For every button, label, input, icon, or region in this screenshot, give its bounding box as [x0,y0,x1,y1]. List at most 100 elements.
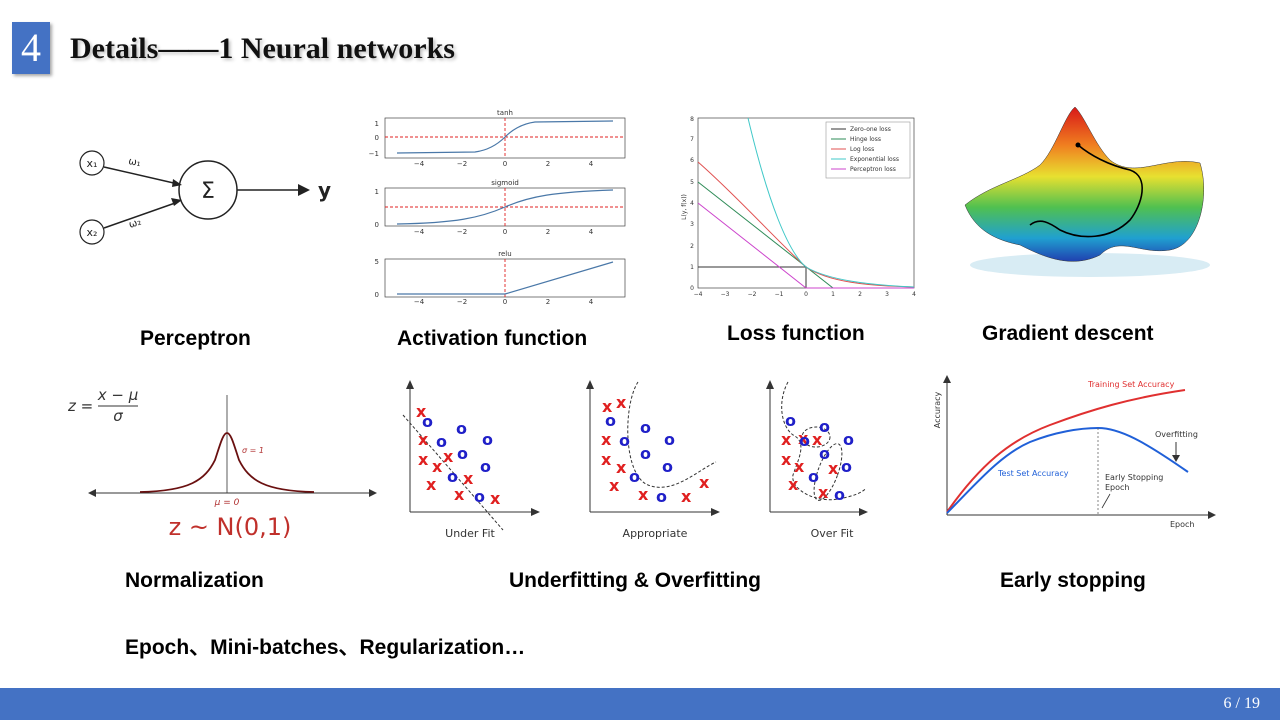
x-marker: x [418,430,429,449]
slide-title: Details——1 Neural networks [70,32,455,65]
loss-ytick: 4 [690,200,694,207]
o-marker: o [457,444,468,463]
bottom-note: Epoch、Mini-batches、Regularization… [125,636,526,659]
sigmoid-xtick: −4 [414,228,425,236]
loss-ytick: 1 [690,264,694,271]
formula-numerator: x − μ [97,386,139,404]
loss-legend-item: Perceptron loss [850,166,896,173]
early-ylabel: Accuracy [933,391,942,428]
loss-function-label: Loss function [727,322,865,345]
x-marker: x [601,430,612,449]
loss-xtick: 2 [858,291,862,298]
sigmoid-xtick: 2 [546,228,550,236]
loss-legend-item: Log loss [850,146,874,153]
loss-ytick: 8 [690,116,694,123]
sigmoid-ytick: 1 [375,188,379,196]
perceptron-label: Perceptron [140,327,251,350]
activation-function-plots: tanh 1 0 −1 −4 −2 0 2 4 sigmoid 1 0 −4 −… [369,109,626,306]
sum-node-label: Σ [201,179,215,204]
x-marker: x [781,430,792,449]
x-marker: x [443,447,454,466]
o-marker: o [819,444,830,463]
relu-ytick: 0 [375,291,379,299]
x-marker: x [490,489,501,508]
loss-xtick: −3 [721,291,730,298]
relu-xtick: −2 [457,298,467,306]
loss-xtick: −4 [694,291,703,298]
loss-ytick: 5 [690,179,694,186]
x-marker: x [426,475,437,494]
o-marker: o [640,444,651,463]
appropriate-caption: Appropriate [623,527,688,540]
normalization-figure: z = x − μ σ σ = 1 μ = 0 z ~ N(0,1) [67,386,377,541]
relu-xtick: −4 [414,298,425,306]
tanh-title: tanh [497,109,513,117]
sigmoid-xtick: 4 [589,228,594,236]
relu-xtick: 4 [589,298,594,306]
x-marker: x [454,485,465,504]
loss-ytick: 2 [690,243,694,250]
formula-denominator: σ [113,407,123,425]
distribution-label: z ~ N(0,1) [169,513,292,541]
x-marker: x [699,473,710,492]
loss-ytick: 7 [690,136,694,143]
x-marker: x [781,450,792,469]
x-marker: x [794,457,805,476]
o-marker: o [447,467,458,486]
loss-xtick: 0 [804,291,808,298]
loss-function-plot: L(y, f(x)) 0 1 2 3 4 5 6 7 8 −4 −3 −2 −1… [681,116,916,298]
loss-ytick: 0 [690,285,694,292]
loss-ylabel: L(y, f(x)) [681,194,688,220]
overfit-panel: x x x x x x x x o o o o o o o o Over Fit [766,380,868,540]
o-marker: o [656,487,667,506]
sigmoid-title: sigmoid [491,179,519,187]
loss-legend-item: Zero-one loss [850,126,891,133]
x-marker: x [602,397,613,416]
overfitting-label: Overfitting [1155,430,1198,439]
o-marker: o [474,487,485,506]
x-marker: x [601,450,612,469]
o-marker: o [662,457,673,476]
x-marker: x [463,469,474,488]
x-marker: x [616,458,627,477]
o-marker: o [422,412,433,431]
o-marker: o [605,411,616,430]
x-marker: x [812,430,823,449]
underfitting-overfitting-label: Underfitting & Overfitting [509,569,761,592]
x-marker: x [416,402,427,421]
o-marker: o [456,419,467,438]
relu-ytick: 5 [375,258,379,266]
tanh-xtick: 0 [503,160,507,168]
early-stopping-label: Early Stopping [1105,473,1163,482]
page-number: 6 / 19 [1223,695,1260,712]
early-stopping-chart: Accuracy Epoch Training Set Accuracy Tes… [933,375,1216,529]
x-marker: x [828,459,839,478]
section-number-badge: 4 [12,22,50,74]
weight-w1-label: ω₁ [127,156,141,169]
output-y-label: y [318,178,331,202]
o-marker: o [629,467,640,486]
o-marker: o [808,467,819,486]
early-stopping-epoch-label: Epoch [1105,483,1130,492]
activation-function-label: Activation function [397,327,588,350]
x-marker: x [432,457,443,476]
loss-legend-item: Hinge loss [850,136,881,143]
o-marker: o [834,485,845,504]
relu-xtick: 0 [503,298,507,306]
normalization-label: Normalization [125,569,264,592]
o-marker: o [436,432,447,451]
mu-label: μ = 0 [214,498,240,508]
tanh-ytick: 0 [375,134,379,142]
sigmoid-ytick: 0 [375,221,379,229]
early-stopping-label-caption: Early stopping [1000,569,1146,592]
formula-lhs: z = [67,397,93,415]
gradient-descent-label: Gradient descent [982,322,1154,345]
o-marker: o [619,431,630,450]
sigma-label: σ = 1 [242,446,264,455]
loss-xtick: 4 [912,291,916,298]
perceptron-diagram: x₁ x₂ ω₁ ω₂ Σ y [79,150,331,245]
tanh-ytick: −1 [369,150,379,158]
input-x2-label: x₂ [87,226,98,239]
o-marker: o [799,431,810,450]
loss-ytick: 3 [690,221,694,228]
